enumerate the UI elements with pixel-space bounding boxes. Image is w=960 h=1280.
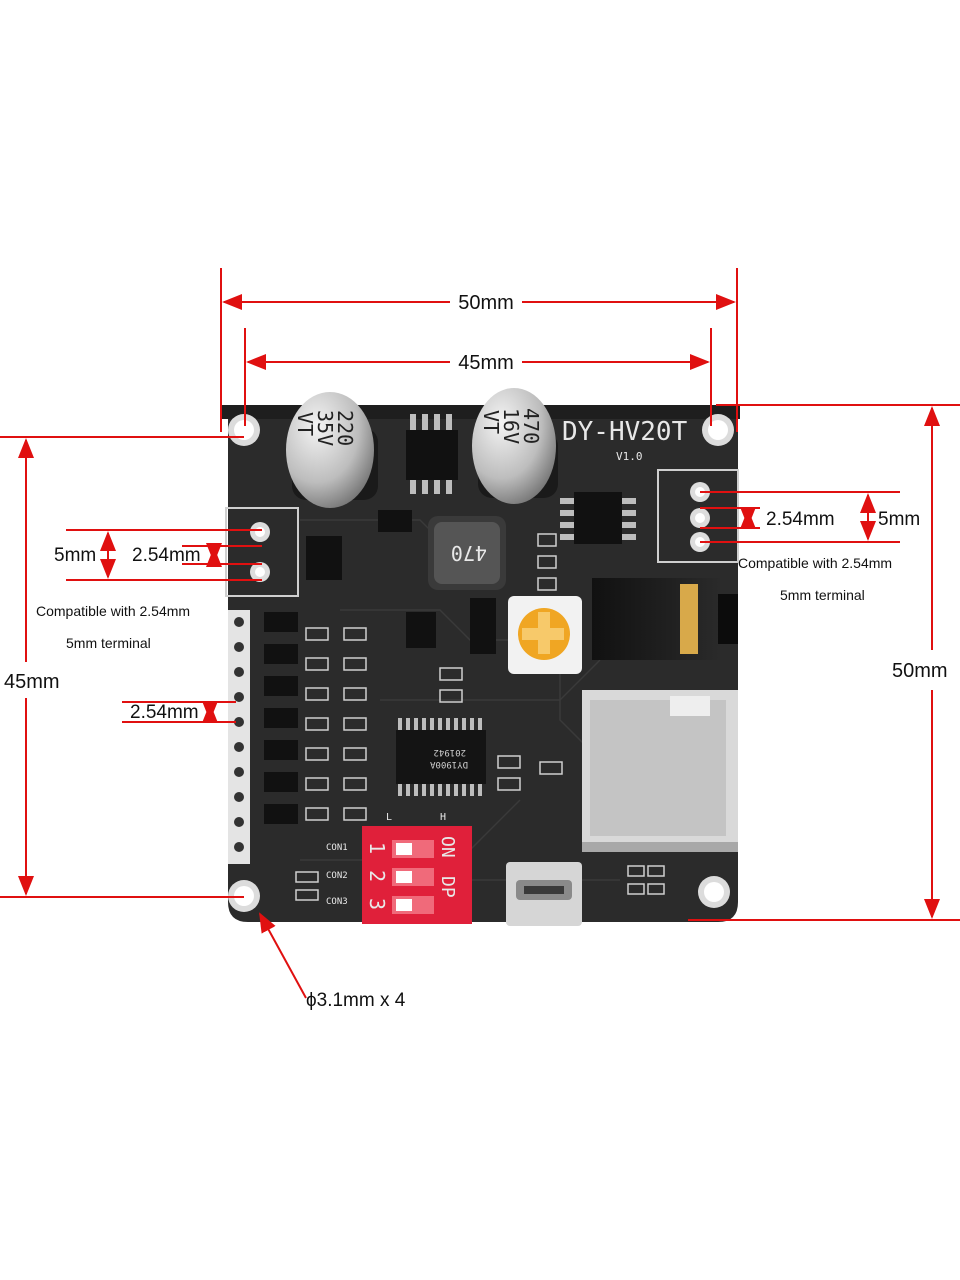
chip-label-1: DY1900A [429,759,468,769]
pin-header-left [228,610,250,864]
ic-right [560,492,636,544]
diode-array [264,612,298,824]
capacitor-220uf: 220 35V VT [286,392,378,508]
cap1-voltage: 35V [313,410,337,446]
dim-outer-width: 50mm [458,292,514,314]
sd-card-slot [582,690,738,852]
dip-switch[interactable]: 1 2 3 ON DP [362,826,472,924]
note-left-line2: 5mm terminal [66,635,151,651]
note-left-line1: Compatible with 2.54mm [36,603,190,619]
dim-left-height: 45mm [4,671,60,693]
ic-top [406,414,458,494]
resistor-array [295,533,665,901]
transistor-left [306,536,342,580]
silk-con1: CON1 [326,843,348,853]
dim-left-header-pitch: 2.54mm [130,702,199,723]
cap1-value: 220 [333,410,357,446]
inductor-label: 470 [451,541,487,565]
dim-left-terminal-spacing: 5mm [54,545,96,566]
note-right-line1: Compatible with 2.54mm [738,555,892,571]
cap2-voltage: 16V [499,408,523,444]
regulator [406,612,436,648]
inductor: 470 [428,516,506,590]
silk-h: H [440,812,446,823]
note-right-line2: 5mm terminal [780,587,865,603]
cap2-brand: VT [479,410,503,434]
board-model: DY-HV20T [562,417,688,447]
silk-con2: CON2 [326,871,348,881]
terminal-right [657,469,739,563]
switch-number-2: 2 [365,870,389,882]
dim-right-terminal-pitch: 2.54mm [766,509,835,530]
silk-l: L [386,812,392,823]
potentiometer [508,596,582,674]
cap1-brand: VT [293,412,317,436]
silk-con3: CON3 [326,897,348,907]
mounting-hole-bottom-right [698,876,730,908]
chip-label-2: 201942 [433,747,466,757]
dim-right-terminal-spacing: 5mm [878,509,920,530]
dim-hole-diameter: ϕ3.1mm x 4 [306,990,406,1011]
capacitor-470uf: 470 16V VT [472,388,558,504]
dim-left-terminal-pitch: 2.54mm [132,545,201,566]
mounting-hole-top-right [702,414,734,446]
board-version: V1.0 [616,450,643,463]
cap2-value: 470 [519,408,543,444]
switch-on-label: ON [437,836,458,858]
diode-top [378,510,412,532]
dim-inner-width: 45mm [458,352,514,374]
switch-number-1: 1 [365,842,389,854]
diode-middle [470,598,496,654]
dimension-lines [0,268,960,999]
switch-number-3: 3 [365,898,389,910]
ic-main: DY1900A 201942 [396,718,486,796]
terminal-left [225,507,299,597]
micro-usb-port [506,862,582,926]
audio-jack [592,578,738,660]
dim-right-height: 50mm [892,660,948,682]
switch-dp-label: DP [437,876,458,898]
